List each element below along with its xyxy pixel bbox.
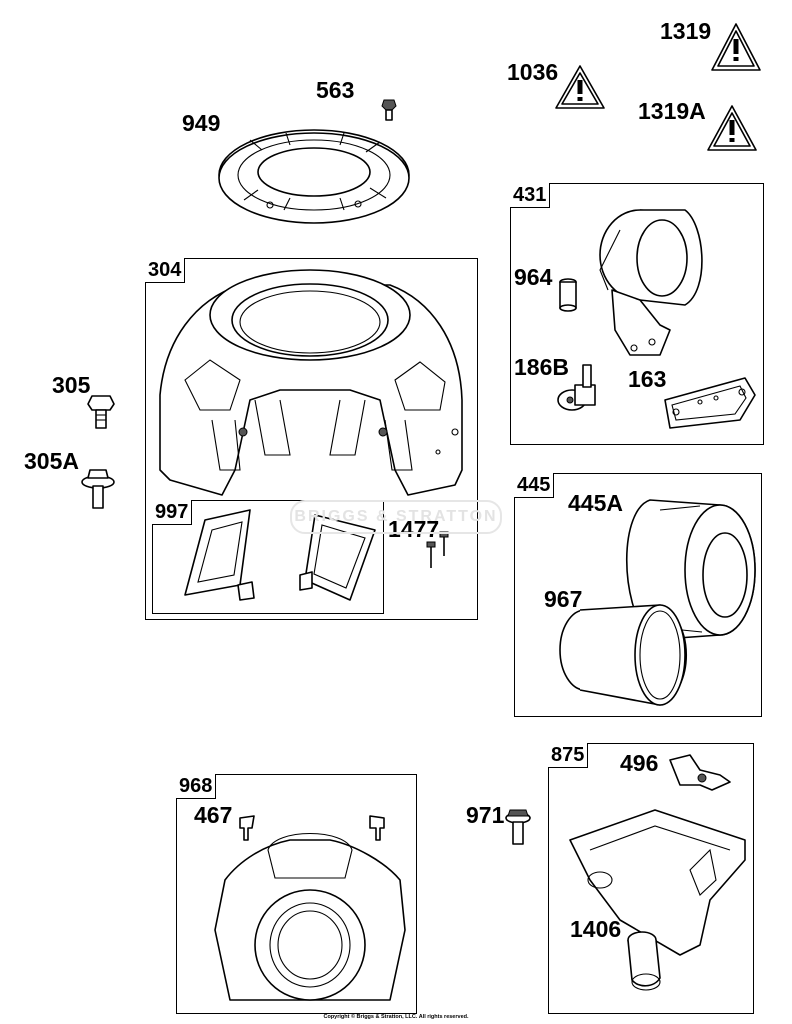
part-label-496: 496	[620, 750, 659, 776]
hose-1406-drawing	[627, 931, 661, 991]
part-label-467: 467	[194, 802, 233, 828]
frame-997	[152, 500, 384, 614]
part-label-997: 997	[152, 500, 193, 525]
part-label-163: 163	[628, 366, 667, 392]
bracket-875-drawing	[569, 809, 746, 956]
part-label-304: 304	[145, 258, 186, 283]
knobs-467-drawing	[239, 815, 385, 841]
latch-496-drawing	[669, 754, 731, 791]
spacer-964-drawing	[559, 278, 577, 312]
copyright-notice: Copyright © Briggs & Stratton, LLC. All …	[323, 1014, 469, 1020]
part-label-1319A: 1319A	[638, 98, 706, 124]
part-label-186B: 186B	[514, 354, 569, 380]
air-cleaner-base-431-drawing	[599, 209, 703, 356]
bolt-305-drawing	[87, 395, 115, 429]
screws-1477-drawing	[426, 531, 449, 568]
gasket-163-drawing	[664, 377, 756, 429]
frame-875	[548, 743, 754, 1014]
deflectors-997-drawing	[184, 509, 376, 601]
part-label-1406: 1406	[570, 916, 622, 942]
part-label-968: 968	[176, 774, 217, 799]
frame-304	[145, 258, 478, 620]
part-label-1319: 1319	[660, 18, 712, 44]
bolt-305A-drawing	[81, 469, 115, 509]
warning-triangle-icon-1319	[711, 23, 761, 71]
part-label-305A: 305A	[24, 448, 79, 474]
part-label-563: 563	[316, 77, 355, 103]
precleaner-967-drawing	[559, 604, 687, 706]
part-label-445: 445	[514, 473, 555, 498]
cover-968-drawing	[214, 833, 406, 1001]
frame-431	[510, 183, 764, 445]
part-label-431: 431	[510, 183, 551, 208]
ring-949-drawing	[218, 129, 410, 224]
watermark-logo: BRIGGS & STRATTON	[290, 500, 502, 534]
blower-housing-304-drawing	[159, 269, 463, 496]
frame-968	[176, 774, 417, 1014]
screw-563-drawing	[381, 99, 397, 121]
part-label-1036: 1036	[507, 59, 559, 85]
part-label-1477: 1477	[388, 516, 440, 542]
part-label-964: 964	[514, 264, 553, 290]
frame-445	[514, 473, 762, 717]
part-label-967: 967	[544, 586, 583, 612]
part-label-305: 305	[52, 372, 91, 398]
part-label-445A: 445A	[568, 490, 623, 516]
warning-triangle-icon-1319A	[707, 105, 757, 151]
breather-186B-drawing	[557, 364, 596, 411]
warning-triangle-icon-1036	[555, 65, 605, 109]
part-label-949: 949	[182, 110, 221, 136]
part-label-971: 971	[466, 802, 505, 828]
bolt-971-drawing	[505, 809, 531, 845]
part-label-875: 875	[548, 743, 589, 768]
